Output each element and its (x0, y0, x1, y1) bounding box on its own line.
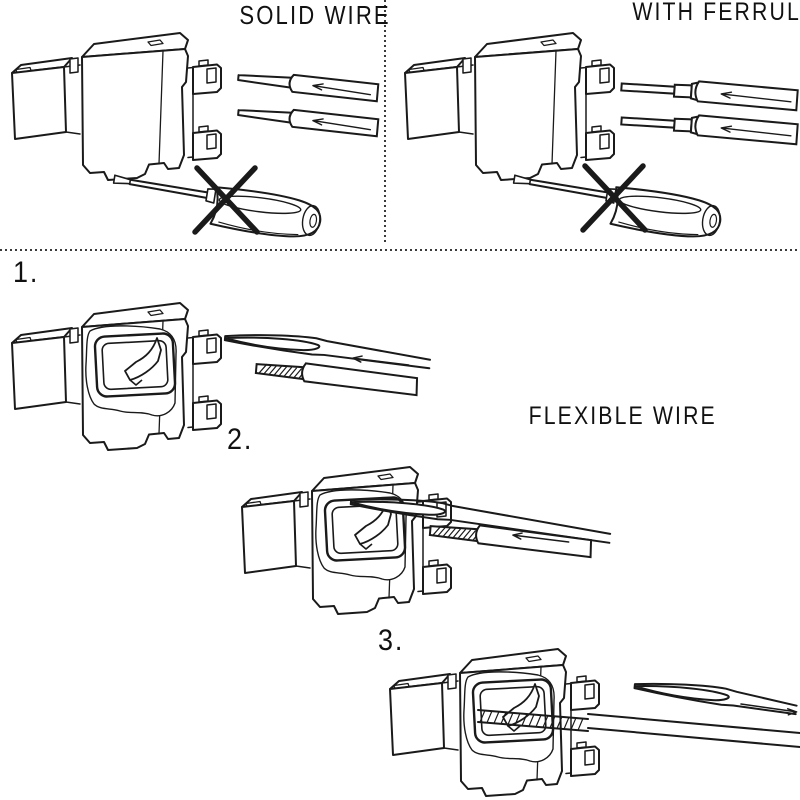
horizontal-dotted-divider (0, 249, 800, 251)
panel-title-solid-wire: SOLID WIRE (226, 0, 388, 31)
solid-wires-illustration (236, 69, 380, 138)
ferrule-wires-illustration (619, 75, 799, 146)
solid-wire-top (236, 69, 380, 103)
step-2-illustration (222, 420, 613, 620)
step-2-label: 2. (227, 423, 254, 456)
ferrule-wire-bottom (619, 109, 799, 146)
ferrule-wire-top (619, 75, 799, 112)
section-title-flexible-wire-text: FLEXIBLE WIRE (528, 402, 717, 430)
solid-wire-bottom (236, 104, 380, 138)
vertical-dotted-divider (384, 0, 386, 244)
screwdriver-icon (508, 168, 725, 244)
connector-cutaway-icon (12, 303, 221, 450)
clamped-wire-icon (477, 709, 800, 748)
panel-title-solid-wire-text: SOLID WIRE (239, 0, 391, 30)
panel-title-with-ferrule-text: WITH FERRULE (632, 0, 800, 26)
section-title-flexible-wire: FLEXIBLE WIRE (512, 402, 716, 431)
panel-title-with-ferrule: WITH FERRULE (616, 0, 800, 27)
step-3-illustration (338, 616, 800, 800)
crossed-screwdriver-icon (108, 160, 325, 244)
connector-cutaway-icon (242, 467, 451, 614)
step-1-label: 1. (13, 256, 40, 289)
step-3-label: 3. (378, 624, 405, 657)
crossed-screwdriver-icon (508, 158, 725, 244)
screwdriver-blade-icon (222, 329, 433, 370)
